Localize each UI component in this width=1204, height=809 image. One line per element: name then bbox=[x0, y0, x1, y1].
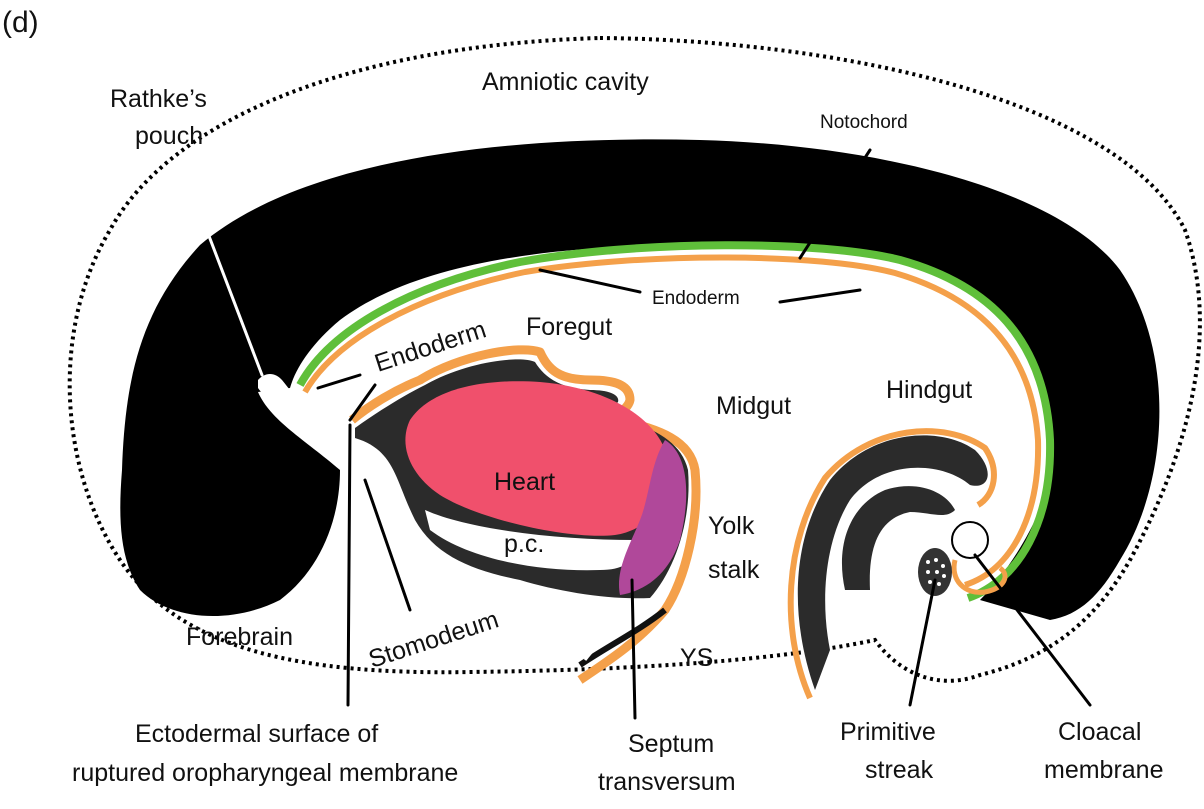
label-amniotic-cavity: Amniotic cavity bbox=[482, 68, 649, 96]
label-ectodermal-1: Ectodermal surface of bbox=[135, 720, 378, 748]
label-septum-1: Septum bbox=[628, 730, 714, 758]
label-forebrain: Forebrain bbox=[186, 623, 293, 651]
label-yolk-stalk-1: Yolk bbox=[708, 512, 755, 540]
label-rathkes-2: pouch bbox=[135, 122, 203, 150]
leader-endoderm-left bbox=[538, 268, 642, 294]
cloaca-loop bbox=[951, 559, 1008, 595]
rathkes-pouch-notch bbox=[258, 374, 345, 440]
cloacal-circle bbox=[951, 521, 989, 559]
septum-transversum-shape bbox=[619, 440, 687, 595]
yolk-stalk-dark bbox=[578, 607, 667, 668]
leader-endoderm-right bbox=[778, 288, 862, 304]
label-notochord: Notochord bbox=[820, 112, 908, 133]
label-hindgut: Hindgut bbox=[886, 376, 972, 404]
primitive-streak-dots bbox=[926, 558, 946, 586]
heart-shape bbox=[405, 381, 669, 536]
label-cloacal-2: membrane bbox=[1044, 756, 1164, 784]
label-cloacal-1: Cloacal bbox=[1058, 718, 1141, 746]
leader-stomodeum bbox=[363, 478, 412, 612]
hindgut-wall-outer bbox=[797, 435, 988, 690]
label-ectodermal-2: ruptured oropharyngeal membrane bbox=[72, 759, 458, 787]
yolk-stalk-inner bbox=[583, 598, 651, 661]
label-primitive-streak-2: streak bbox=[865, 756, 934, 784]
label-foregut: Foregut bbox=[526, 313, 612, 341]
label-pc: p.c. bbox=[504, 530, 544, 558]
leader-rathkes-pouch bbox=[178, 158, 264, 377]
label-ys: YS bbox=[680, 644, 713, 672]
foregut-endoderm-outline bbox=[349, 345, 701, 684]
label-endoderm-small: Endoderm bbox=[652, 288, 740, 309]
leader-cloacal bbox=[973, 553, 1092, 707]
label-primitive-streak-1: Primitive bbox=[840, 718, 936, 746]
hindgut-endoderm bbox=[787, 428, 997, 700]
endoderm-dorsal bbox=[302, 254, 1042, 588]
leader-endoderm-stomodeum bbox=[348, 383, 377, 422]
pericardial-cavity bbox=[425, 510, 636, 571]
label-midgut: Midgut bbox=[716, 392, 791, 420]
label-heart: Heart bbox=[494, 468, 555, 496]
leader-ectodermal bbox=[346, 423, 352, 707]
panel-label: (d) bbox=[2, 6, 39, 39]
label-stomodeum: Stomodeum bbox=[365, 605, 502, 673]
leader-septum bbox=[630, 578, 637, 720]
notochord-band bbox=[296, 241, 1055, 602]
hindgut-wall-inner bbox=[841, 486, 955, 590]
amniotic-membrane-outline bbox=[67, 35, 1202, 683]
leader-endoderm-foregut bbox=[316, 373, 362, 390]
leader-notochord bbox=[798, 148, 872, 260]
leader-primitive-streak bbox=[908, 578, 937, 707]
label-septum-2: transversum bbox=[598, 768, 736, 796]
label-rathkes-1: Rathke’s bbox=[110, 85, 207, 113]
label-yolk-stalk-2: stalk bbox=[708, 556, 760, 584]
